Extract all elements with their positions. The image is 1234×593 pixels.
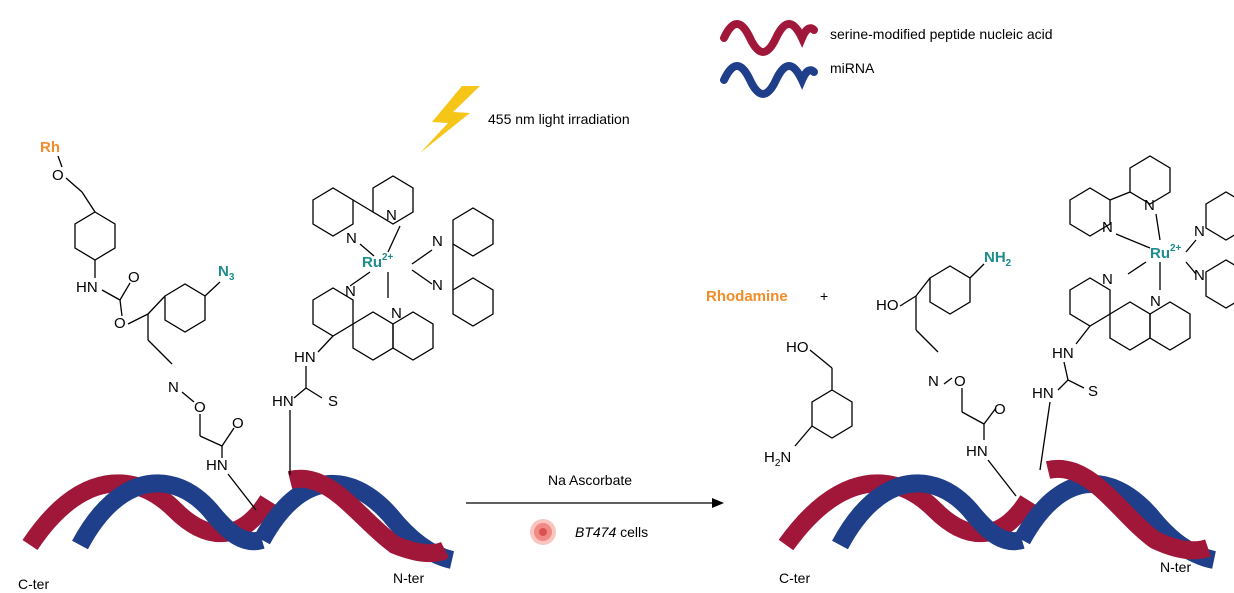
- cells-label: BT474 cells: [575, 524, 648, 540]
- legend-mirna-wave: [720, 62, 818, 98]
- right-h2n: H2N: [764, 449, 791, 469]
- left-o-carbonyl: O: [128, 269, 140, 286]
- left-ru-label: Ru2+: [362, 252, 394, 271]
- reagent-label: Na Ascorbate: [548, 472, 632, 488]
- lightning-bolt-icon: [420, 86, 480, 153]
- left-n-bpy2-b: N: [432, 277, 443, 294]
- right-nh2: NH2: [984, 249, 1012, 269]
- left-n-ter-label: N-ter: [393, 570, 424, 586]
- right-n-bpy2-a: N: [1194, 223, 1205, 240]
- right-c-ter-label: C-ter: [779, 570, 810, 586]
- cell-icon: [530, 519, 556, 545]
- right-n-oxime: N: [928, 373, 939, 390]
- left-hn-carbamate: HN: [76, 279, 98, 296]
- right-n-phen-a: N: [1102, 271, 1113, 288]
- right-hn-thiourea-b: HN: [1032, 385, 1054, 402]
- left-ru-complex: N N N N Ru2+ N N HN S HN: [272, 175, 494, 475]
- right-ru-label: Ru2+: [1150, 243, 1182, 262]
- left-linker-molecule: Rh O HN O O N3 N O O HN: [40, 139, 257, 511]
- right-n-bpy1-a: N: [1102, 219, 1113, 236]
- left-n-phen-b: N: [391, 305, 402, 322]
- right-n-bpy2-b: N: [1194, 267, 1205, 284]
- reaction-arrow: [466, 498, 724, 508]
- right-n-ter-label: N-ter: [1160, 559, 1191, 575]
- light-label: 455 nm light irradiation: [488, 111, 630, 127]
- plus-sign: +: [820, 288, 828, 304]
- right-linker-molecule: HO NH2 N O O HN: [876, 249, 1017, 497]
- left-s: S: [328, 393, 338, 410]
- left-c-ter-label: C-ter: [18, 576, 49, 592]
- right-n-phen-b: N: [1150, 293, 1161, 310]
- left-n-phen-a: N: [345, 283, 356, 300]
- rh-label: Rh: [40, 139, 60, 156]
- right-ru-complex: N N N N Ru2+ N N HN S HN: [1032, 155, 1234, 471]
- left-n-oxime: N: [168, 379, 179, 396]
- left-o-ester: O: [114, 315, 126, 332]
- left-o-oxime: O: [194, 399, 206, 416]
- left-pna-strand-2: [287, 469, 450, 563]
- right-ho-benzyl: HO: [786, 339, 809, 356]
- right-n-bpy1-b: N: [1144, 197, 1155, 214]
- left-hn-thiourea-b: HN: [272, 393, 294, 410]
- left-n-bpy1-a: N: [346, 230, 357, 247]
- legend-pna-label: serine-modified peptide nucleic acid: [830, 26, 1053, 42]
- right-mirna-strand-1: [832, 474, 1025, 551]
- left-mirna-strand-1: [72, 474, 265, 551]
- left-hn-thiourea-a: HN: [294, 349, 316, 366]
- left-hn-amide: HN: [206, 457, 228, 474]
- right-hn-thiourea-a: HN: [1052, 345, 1074, 362]
- right-o-oxime: O: [954, 373, 966, 390]
- legend-pna-wave: [720, 20, 818, 56]
- right-ho: HO: [876, 297, 899, 314]
- left-azide: N3: [218, 263, 235, 283]
- right-s: S: [1088, 383, 1098, 400]
- right-o-amide: O: [994, 401, 1006, 418]
- left-n-bpy2-a: N: [432, 233, 443, 250]
- left-o-amide: O: [232, 415, 244, 432]
- left-n-bpy1-b: N: [386, 207, 397, 224]
- left-o-benzyl: O: [52, 167, 64, 184]
- right-hn-amide: HN: [966, 443, 988, 460]
- right-duplex: [778, 459, 1217, 569]
- legend: serine-modified peptide nucleic acid miR…: [720, 20, 1053, 98]
- left-duplex: [22, 469, 455, 569]
- aminobenzyl-alcohol: HO H2N: [764, 339, 853, 469]
- legend-mirna-label: miRNA: [830, 60, 875, 76]
- right-pna-strand-2: [1045, 459, 1211, 560]
- rhodamine-label: Rhodamine: [706, 288, 788, 305]
